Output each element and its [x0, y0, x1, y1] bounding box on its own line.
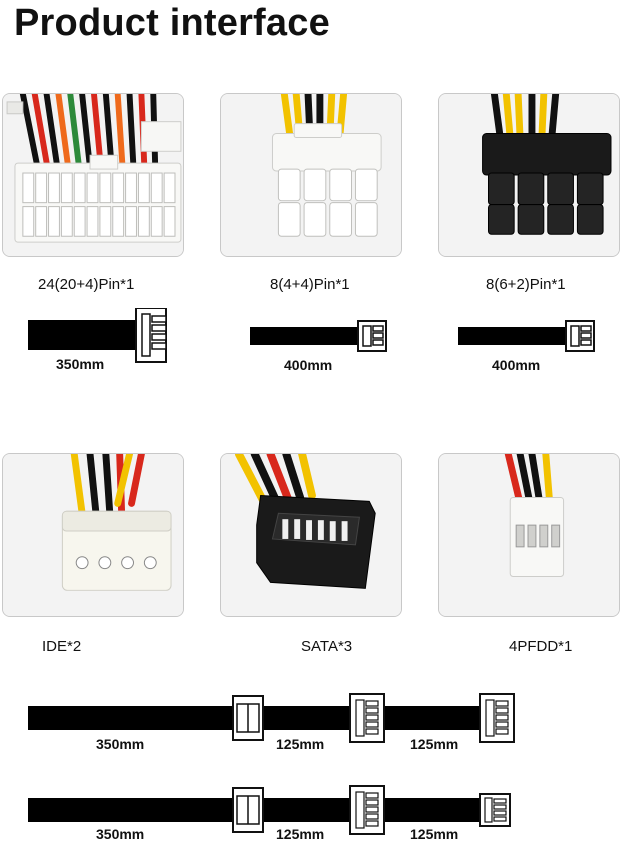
molex-ide-connector-icon [2, 453, 184, 617]
segment-length: 350mm [96, 826, 145, 842]
cable-length-atx: 350mm [56, 356, 105, 372]
connector-label-eps: 8(4+4)Pin*1 [270, 276, 350, 293]
page-title: Product interface [14, 2, 330, 44]
cable-diagram-atx [28, 308, 178, 364]
segment-length: 125mm [276, 736, 325, 752]
segment-length: 350mm [96, 736, 145, 752]
cable-diagram-eps [250, 320, 390, 352]
connector-label-pcie: 8(6+2)Pin*1 [486, 276, 566, 293]
segment-length: 125mm [410, 826, 459, 842]
molex-plug-icon [232, 695, 264, 741]
atx-24pin-connector-icon [2, 93, 184, 257]
cable-diagram-pcie [458, 320, 598, 352]
sata-plug-icon [479, 693, 515, 743]
connector-label-ide: IDE*2 [42, 638, 82, 655]
floppy-4pin-connector-icon [438, 453, 620, 617]
sata-plug-icon [349, 693, 385, 743]
segment-length: 125mm [410, 736, 459, 752]
segment-length: 125mm [276, 826, 325, 842]
eps-8pin-connector-icon [220, 93, 402, 257]
cable-length-pcie: 400mm [492, 357, 541, 373]
cable-length-eps: 400mm [284, 357, 333, 373]
sata-plug-icon [349, 785, 385, 835]
connector-label-sata: SATA*3 [301, 638, 353, 655]
cable-chain-1 [28, 692, 528, 744]
pcie-8pin-connector-icon [438, 93, 620, 257]
connector-label-atx: 24(20+4)Pin*1 [38, 276, 135, 293]
cable-chain-2 [28, 784, 528, 836]
sata-connector-icon [220, 453, 402, 617]
molex-plug-icon [232, 787, 264, 833]
connector-label-fdd: 4PFDD*1 [509, 638, 573, 655]
floppy-plug-icon [479, 793, 511, 827]
